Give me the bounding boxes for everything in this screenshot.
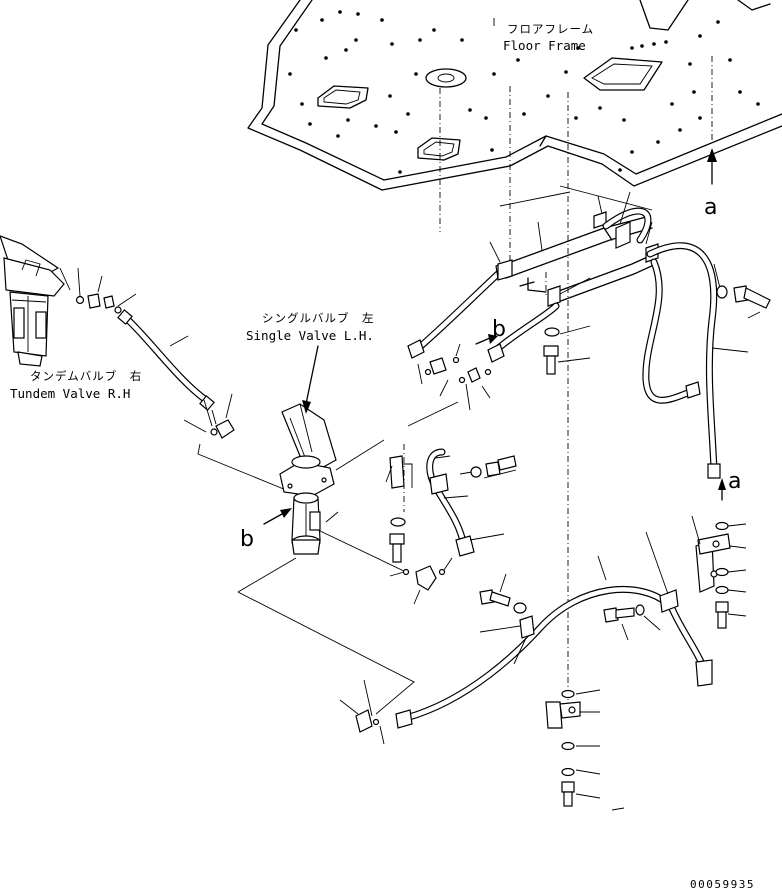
- hose-middle: [426, 448, 505, 557]
- bracket-bottom: [545, 689, 625, 811]
- hose-top-left: [407, 261, 509, 359]
- bolt-lower-left: [479, 573, 527, 614]
- ref-b-top-label: b: [492, 317, 506, 342]
- single-valve-arrowhead: [302, 400, 311, 414]
- single-valve-jp-label: シングルバルブ 左: [262, 311, 375, 325]
- tandem-fittings: [75, 267, 137, 314]
- ref-arrow-a-top: [707, 148, 717, 185]
- bolt-center-top: [543, 325, 591, 375]
- floor-frame-en-label: Floor Frame: [503, 38, 586, 53]
- center-lines: [403, 56, 713, 700]
- ref-arrow-b-top: [475, 334, 498, 345]
- top-leaders: [489, 185, 749, 353]
- fitting-lower-left: [339, 699, 385, 745]
- single-valve: [279, 403, 337, 555]
- floor-frame-jp-label: フロアフレーム: [507, 22, 594, 36]
- tandem-valve-jp-label: タンデムバルブ 右: [30, 369, 142, 383]
- single-valve-en-label: Single Valve L.H.: [246, 328, 374, 343]
- ref-arrow-a-mid: [718, 478, 726, 501]
- hose-mid-left: [487, 302, 560, 363]
- bolt-right-top: [716, 285, 771, 319]
- bolt-lower-right: [603, 604, 661, 641]
- hose-top-bend: [602, 207, 652, 244]
- hose-lower: [363, 531, 713, 729]
- tandem-hose: [117, 309, 215, 411]
- ref-arrow-b-left: [263, 508, 292, 525]
- ref-a-mid-label: a: [728, 469, 741, 494]
- tube-top-main: [499, 215, 657, 303]
- bracket-right: [691, 515, 747, 629]
- clamp-top: [497, 211, 659, 307]
- hose-right-loop: [642, 242, 721, 479]
- floor-frame-plate: [247, 0, 782, 191]
- single-valve-connectors: [237, 401, 459, 715]
- top-left-fittings: [417, 343, 492, 411]
- tandem-valve-en-label: Tundem Valve R.H: [10, 386, 130, 401]
- inlet-fitting: [183, 393, 287, 491]
- drawing-code: 00059935: [690, 878, 755, 891]
- bracket-middle: [385, 455, 413, 563]
- ref-a-top-label: a: [704, 195, 717, 220]
- elbow-fitting-center: [389, 557, 453, 605]
- ref-b-left-label: b: [240, 527, 254, 552]
- single-valve-leader: [305, 345, 319, 405]
- tandem-valve: [0, 235, 71, 367]
- bolt-middle: [470, 455, 517, 479]
